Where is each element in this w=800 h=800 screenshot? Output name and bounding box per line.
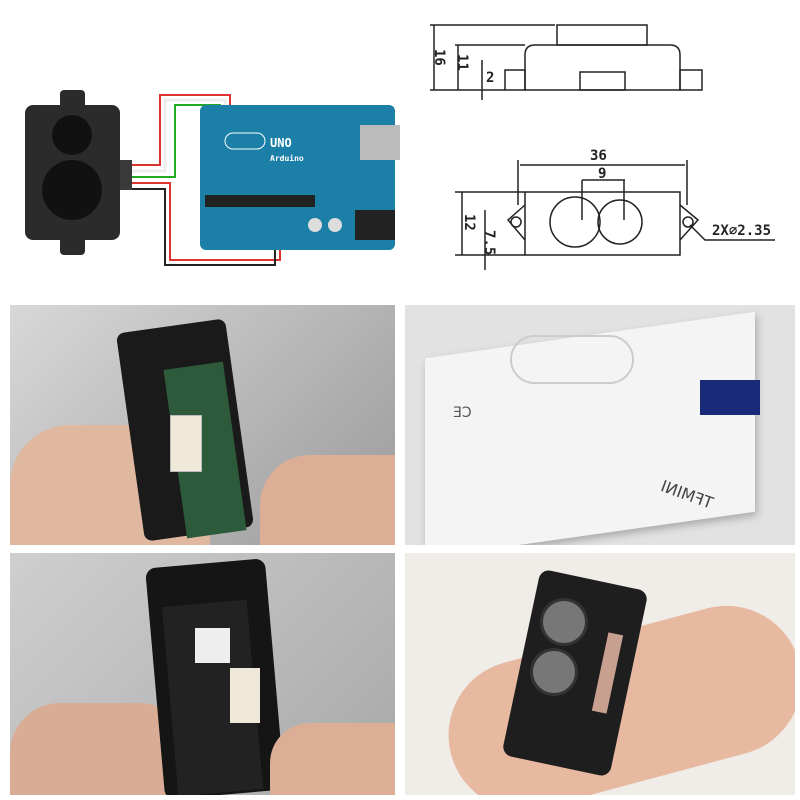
lens-top bbox=[540, 598, 588, 646]
dimension-drawing: 16 11 2 36 9 12 7.5 2X⌀2.35 bbox=[430, 24, 775, 270]
dim-hole-spec: 2X⌀2.35 bbox=[712, 223, 771, 239]
ce-mark: CE bbox=[453, 405, 472, 421]
dim-height-body: 11 bbox=[454, 54, 470, 71]
dim-height-flange: 2 bbox=[486, 70, 494, 86]
dim-lens-spacing: 9 bbox=[598, 166, 606, 182]
dim-depth-total: 12 bbox=[461, 214, 477, 231]
connector bbox=[170, 415, 202, 472]
dim-height-total: 16 bbox=[431, 49, 447, 66]
board-label: UNO bbox=[270, 136, 292, 150]
connector bbox=[230, 668, 260, 723]
dim-hole-offset: 7.5 bbox=[481, 230, 497, 255]
arduino-board bbox=[200, 105, 395, 250]
lens-bottom bbox=[530, 648, 578, 696]
brand-logo bbox=[700, 380, 760, 415]
dim-width-total: 36 bbox=[590, 148, 607, 164]
photo-sensor-side bbox=[10, 305, 395, 545]
wiring-diagram: UNO Arduino bbox=[25, 90, 400, 266]
photo-sensor-pcb bbox=[10, 553, 395, 795]
board-brand: Arduino bbox=[270, 153, 304, 163]
photo-product-box: CE TFMINI bbox=[405, 305, 795, 545]
photo-sensor-hand bbox=[405, 553, 795, 795]
